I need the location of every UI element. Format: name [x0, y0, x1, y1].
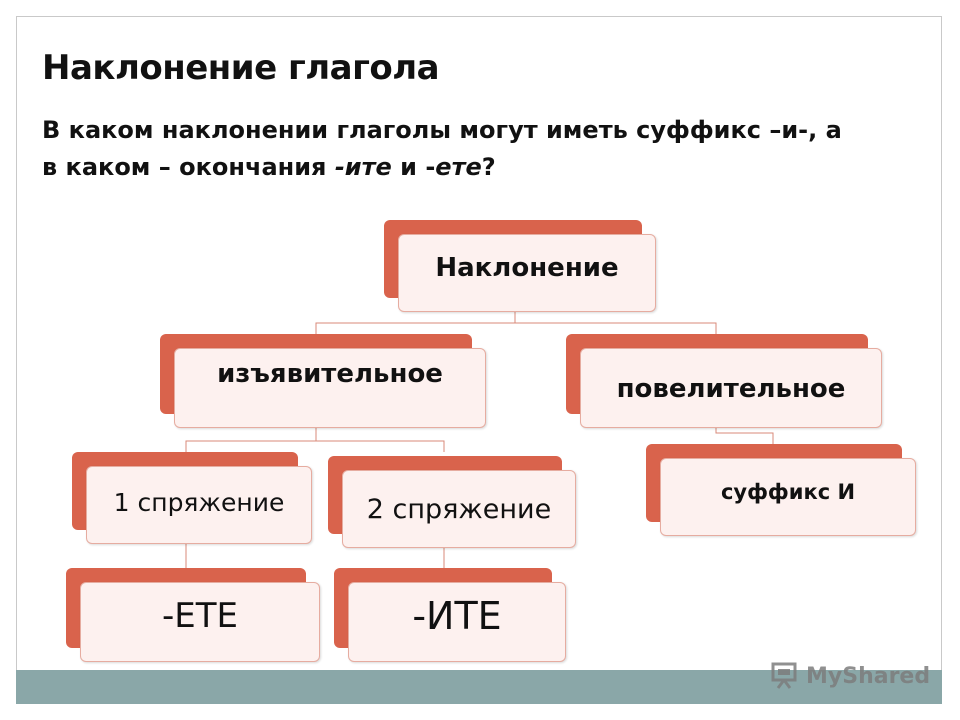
- node-conj1: 1 спряжение: [72, 452, 312, 544]
- node-conj2: 2 спряжение: [328, 456, 576, 548]
- connector-root-children: [315, 322, 717, 334]
- node-conj2-label: 2 спряжение: [366, 493, 552, 525]
- node-root: Наклонение: [384, 220, 656, 312]
- node-suffix: суффикс И: [646, 444, 916, 536]
- node-ending-ite-label: -ИТЕ: [412, 594, 502, 638]
- node-ending-ete-label: -ЕТЕ: [161, 596, 238, 636]
- question-part1: В каком наклонении глаголы могут иметь с…: [42, 116, 842, 181]
- node-ending-ete: -ЕТЕ: [66, 568, 320, 662]
- slide-title: Наклонение глагола: [42, 48, 440, 88]
- node-indicative-front: [174, 348, 486, 428]
- node-root-label: Наклонение: [435, 253, 619, 283]
- node-root-front: [398, 234, 656, 312]
- node-ending-ite-front: [348, 582, 566, 662]
- node-suffix-front: [660, 458, 916, 536]
- watermark: MyShared: [770, 659, 930, 693]
- node-imperative-label: повелительное: [616, 374, 846, 404]
- slide-question: В каком наклонении глаголы могут иметь с…: [42, 112, 842, 186]
- watermark-text: MyShared: [806, 663, 931, 689]
- node-ending-ete-front: [80, 582, 320, 662]
- node-conj1-front: [86, 466, 312, 544]
- question-ite: -ите: [334, 153, 392, 181]
- node-conj2-front: [342, 470, 576, 548]
- node-conj1-label: 1 спряжение: [113, 487, 285, 517]
- node-suffix-label: суффикс И: [720, 480, 856, 504]
- node-indicative-label: изъявительное: [217, 359, 443, 389]
- question-part3: ?: [481, 153, 496, 181]
- node-imperative: повелительное: [566, 334, 882, 428]
- connector-imperative-suffix: [715, 428, 774, 444]
- node-indicative: изъявительное: [160, 334, 486, 428]
- node-ending-ite: -ИТЕ: [334, 568, 566, 662]
- question-ete: ете: [435, 153, 482, 181]
- presentation-icon: [771, 662, 797, 689]
- node-imperative-front: [580, 348, 882, 428]
- question-part2: и -: [391, 153, 436, 181]
- connector-indicative-children: [185, 440, 445, 452]
